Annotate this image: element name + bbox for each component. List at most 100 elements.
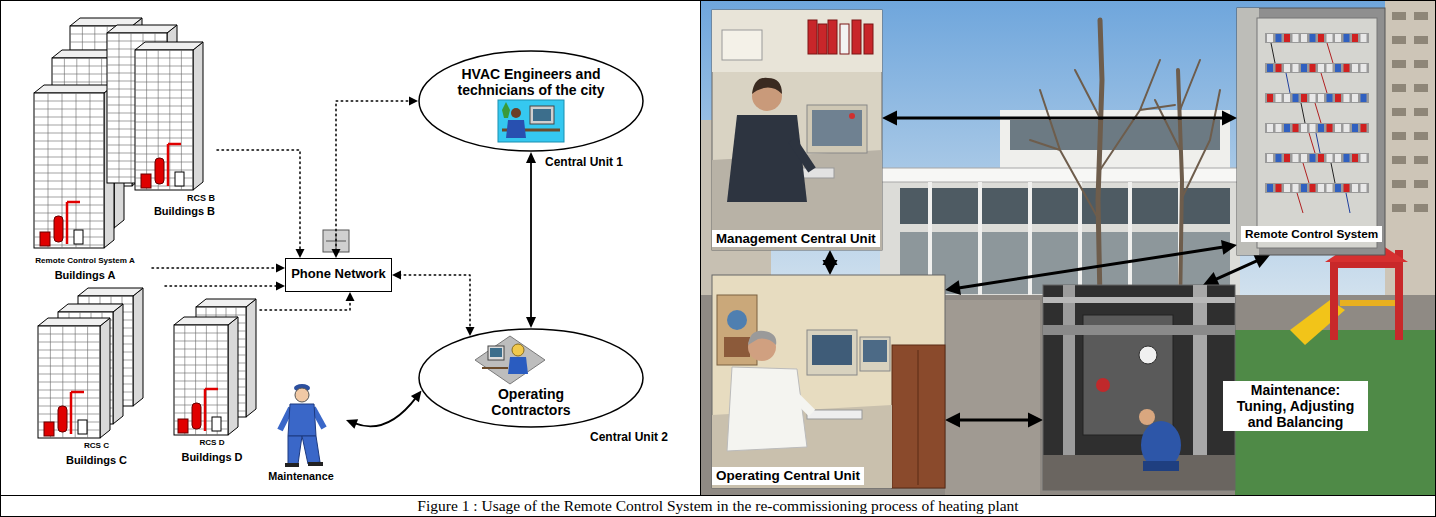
art-line xyxy=(70,392,73,434)
contractor-icon xyxy=(475,336,545,384)
art-line xyxy=(38,390,100,391)
art-rect xyxy=(1327,184,1333,192)
art-rect xyxy=(1265,153,1369,163)
art-rect xyxy=(1301,184,1307,192)
art-circle xyxy=(849,113,855,119)
building-label: Buildings A xyxy=(20,269,150,282)
art-line xyxy=(135,154,193,155)
art-rect xyxy=(490,348,502,357)
art-line xyxy=(168,143,181,146)
connector xyxy=(882,111,1237,126)
node-art xyxy=(712,10,882,250)
arrowhead xyxy=(1203,272,1220,286)
art-rect xyxy=(1361,124,1367,132)
connector-line xyxy=(530,161,532,319)
art-rect xyxy=(1237,8,1259,255)
rect-shape xyxy=(1414,108,1428,116)
art-polygon xyxy=(196,299,256,307)
art-rect xyxy=(1267,124,1273,132)
art-line xyxy=(482,367,508,369)
art-line xyxy=(174,373,228,374)
art-line xyxy=(34,141,104,142)
art-line xyxy=(34,189,104,190)
art-rect xyxy=(1318,184,1324,192)
art-polygon xyxy=(502,102,510,118)
art-line xyxy=(38,382,100,383)
art-rect xyxy=(1335,64,1341,72)
art-rect xyxy=(722,30,762,60)
plant-room-photo xyxy=(1043,285,1235,490)
art-rect xyxy=(1265,33,1369,43)
arrowhead xyxy=(346,419,358,428)
art-polygon xyxy=(113,304,123,424)
art-line xyxy=(174,381,228,382)
connector-line xyxy=(354,397,416,426)
art-line xyxy=(48,93,49,248)
art-line xyxy=(38,374,100,375)
art-rect xyxy=(1284,154,1290,162)
art-line xyxy=(135,66,193,67)
node-art xyxy=(712,275,945,488)
art-line xyxy=(34,197,104,198)
art-rect xyxy=(1318,154,1324,162)
art-rect xyxy=(1301,154,1307,162)
art-line xyxy=(135,98,193,99)
art-polygon xyxy=(38,318,110,326)
play-frame xyxy=(1330,260,1338,340)
art-rect xyxy=(74,230,83,244)
art-line xyxy=(167,144,170,186)
art-rect xyxy=(40,232,50,246)
connector-line xyxy=(399,275,470,329)
art-rect xyxy=(1344,94,1350,102)
art-polygon xyxy=(506,120,526,138)
art-rect xyxy=(852,20,861,54)
building-face xyxy=(135,50,193,190)
art-rect xyxy=(1335,124,1341,132)
art-rect xyxy=(1293,34,1299,42)
photo-label: Operating Central Unit xyxy=(712,467,864,485)
arrowhead xyxy=(409,97,418,106)
art-rect xyxy=(812,110,862,146)
arrowhead xyxy=(296,249,305,258)
art-polygon xyxy=(475,336,545,384)
art-rect xyxy=(530,106,554,124)
art-rect xyxy=(1237,8,1385,255)
art-line xyxy=(1321,73,1327,93)
art-polygon xyxy=(727,367,807,451)
art-polygon xyxy=(34,85,114,93)
art-circle xyxy=(295,388,309,402)
art-rect xyxy=(712,10,882,250)
art-rect xyxy=(1335,34,1341,42)
art-polygon xyxy=(58,304,123,312)
art-line xyxy=(174,357,228,358)
art-line xyxy=(38,350,100,351)
art-line xyxy=(135,138,193,139)
art-line xyxy=(1327,43,1333,63)
art-rect xyxy=(1310,154,1316,162)
connector-line xyxy=(165,285,278,287)
art-rect xyxy=(1361,34,1367,42)
art-line xyxy=(131,33,132,183)
art-rect xyxy=(1267,34,1273,42)
rect-shape xyxy=(1414,60,1428,68)
art-line xyxy=(34,101,104,102)
art-line xyxy=(52,74,114,75)
art-line xyxy=(1309,133,1315,153)
art-polygon xyxy=(228,317,238,435)
art-line xyxy=(38,342,100,343)
art-line xyxy=(90,93,91,248)
art-line xyxy=(34,117,104,118)
rect-shape xyxy=(1414,204,1428,212)
art-line xyxy=(107,41,167,42)
art-rect xyxy=(1310,184,1316,192)
art-line xyxy=(135,74,193,75)
art-line xyxy=(38,334,100,335)
art-line xyxy=(1316,133,1320,153)
art-rect xyxy=(1318,94,1324,102)
art-line xyxy=(67,201,80,204)
worker-figure: Maintenance xyxy=(258,378,346,488)
art-polygon xyxy=(78,288,143,296)
art-rect xyxy=(54,216,63,242)
art-line xyxy=(1303,163,1309,183)
